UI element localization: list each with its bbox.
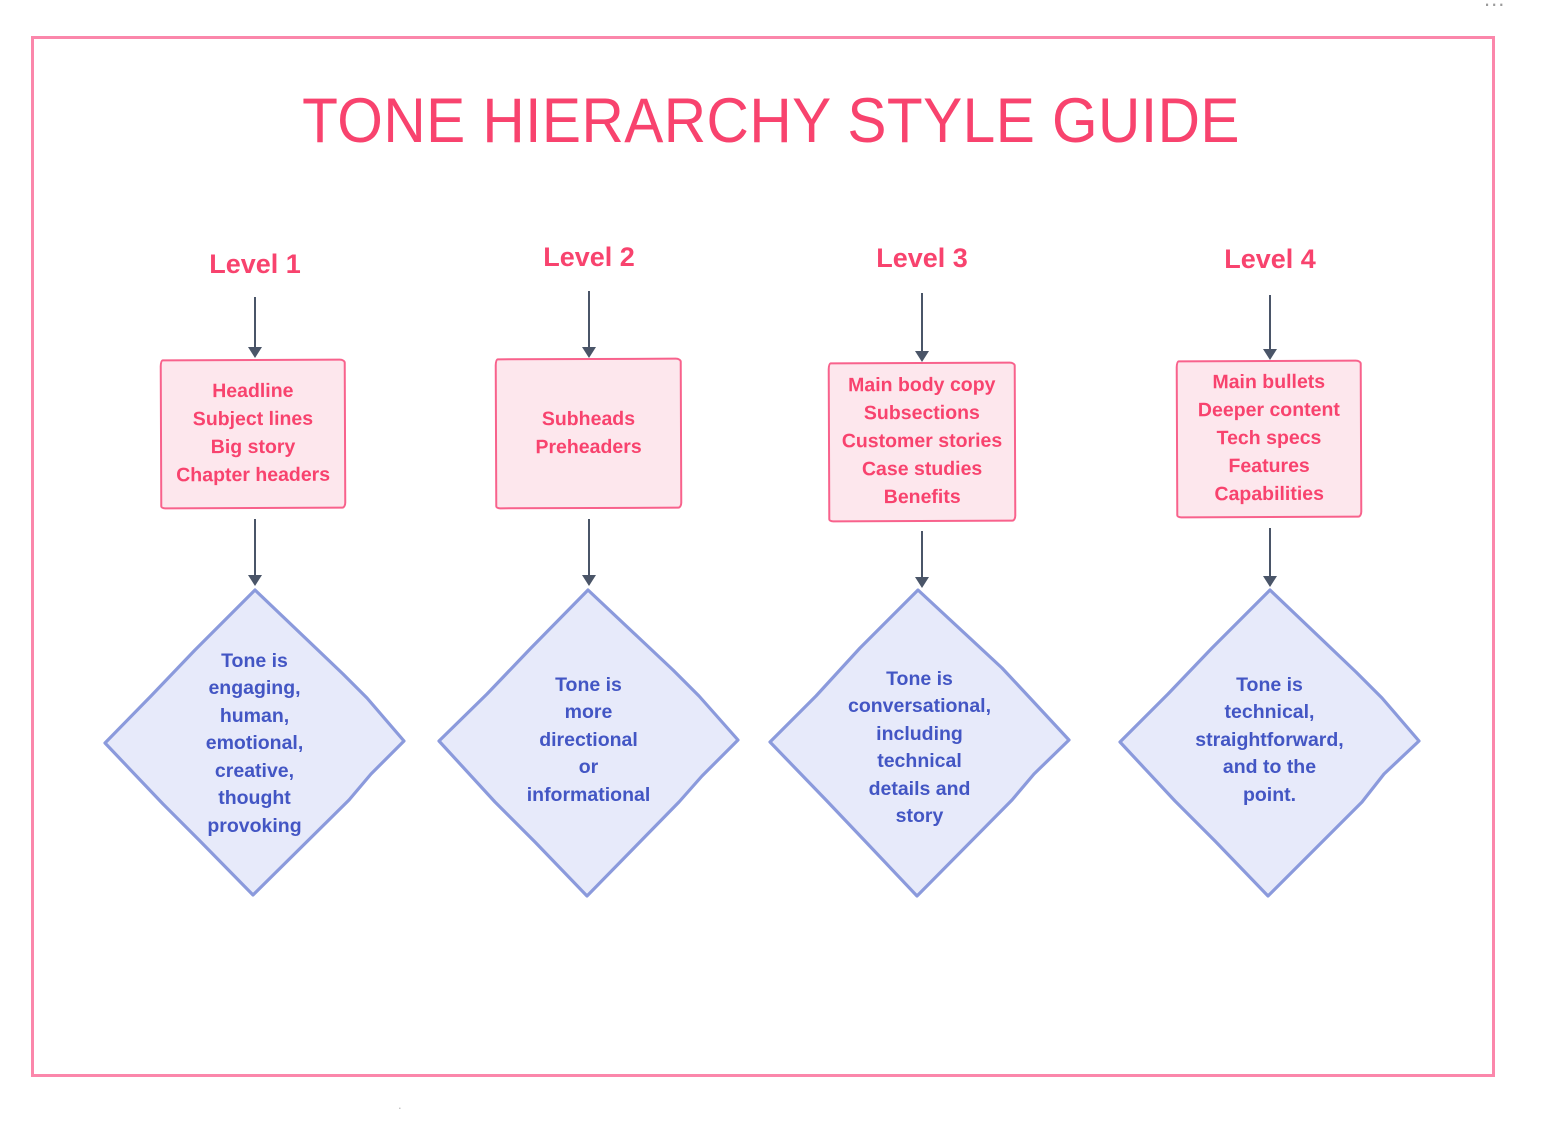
bottom-dot-artifact: . bbox=[398, 1097, 402, 1112]
arrow-label-to-box-1 bbox=[243, 297, 267, 359]
content-box-level-3: Main body copy Subsections Customer stor… bbox=[827, 361, 1017, 523]
tone-diamond-level-1: Tone is engaging, human, emotional, crea… bbox=[103, 588, 406, 898]
diamond-shape-3 bbox=[768, 588, 1071, 898]
content-box-text-level-2: Subheads Preheaders bbox=[535, 407, 642, 458]
tone-diamond-level-4: Tone is technical, straightforward, and … bbox=[1118, 588, 1421, 898]
content-box-text-level-3: Main body copy Subsections Customer stor… bbox=[841, 374, 1003, 508]
content-box-level-4: Main bullets Deeper content Tech specs F… bbox=[1175, 359, 1363, 519]
column-label-level-1: Level 1 bbox=[209, 249, 301, 279]
column-level-2: Level 2 Subheads Preheaders Tone is more… bbox=[409, 0, 769, 1124]
tone-diamond-level-3: Tone is conversational, including techni… bbox=[768, 588, 1071, 898]
page-frame-border bbox=[31, 36, 1495, 1077]
tone-diamond-level-2: Tone is more directional or informationa… bbox=[437, 588, 740, 898]
top-ellipsis-artifact: ... bbox=[1484, 0, 1505, 10]
arrow-label-to-box-4 bbox=[1258, 295, 1282, 361]
diamond-shape-4 bbox=[1118, 588, 1421, 898]
column-level-4: Level 4 Main bullets Deeper content Tech… bbox=[1090, 0, 1450, 1124]
arrow-box-to-diamond-4 bbox=[1258, 528, 1282, 588]
content-box-level-1: Headline Subject lines Big story Chapter… bbox=[159, 358, 347, 510]
column-level-3: Level 3 Main body copy Subsections Custo… bbox=[742, 0, 1102, 1124]
diamond-shape-2 bbox=[437, 588, 740, 898]
content-box-text-level-1: Headline Subject lines Big story Chapter… bbox=[176, 380, 331, 487]
arrow-label-to-box-2 bbox=[577, 291, 601, 359]
diamond-shape-1 bbox=[103, 588, 406, 897]
arrow-box-to-diamond-2 bbox=[577, 519, 601, 587]
arrow-box-to-diamond-3 bbox=[910, 531, 934, 589]
column-label-level-3: Level 3 bbox=[876, 243, 968, 273]
column-label-level-4: Level 4 bbox=[1224, 244, 1316, 274]
column-level-1: Level 1 Headline Subject lines Big story… bbox=[75, 0, 435, 1124]
content-box-level-2: Subheads Preheaders bbox=[494, 357, 683, 510]
column-label-level-2: Level 2 bbox=[543, 242, 635, 272]
arrow-box-to-diamond-1 bbox=[243, 519, 267, 587]
page-title: TONE HIERARCHY STYLE GUIDE bbox=[302, 86, 1240, 156]
arrow-label-to-box-3 bbox=[910, 293, 934, 363]
content-box-text-level-4: Main bullets Deeper content Tech specs F… bbox=[1197, 371, 1340, 506]
